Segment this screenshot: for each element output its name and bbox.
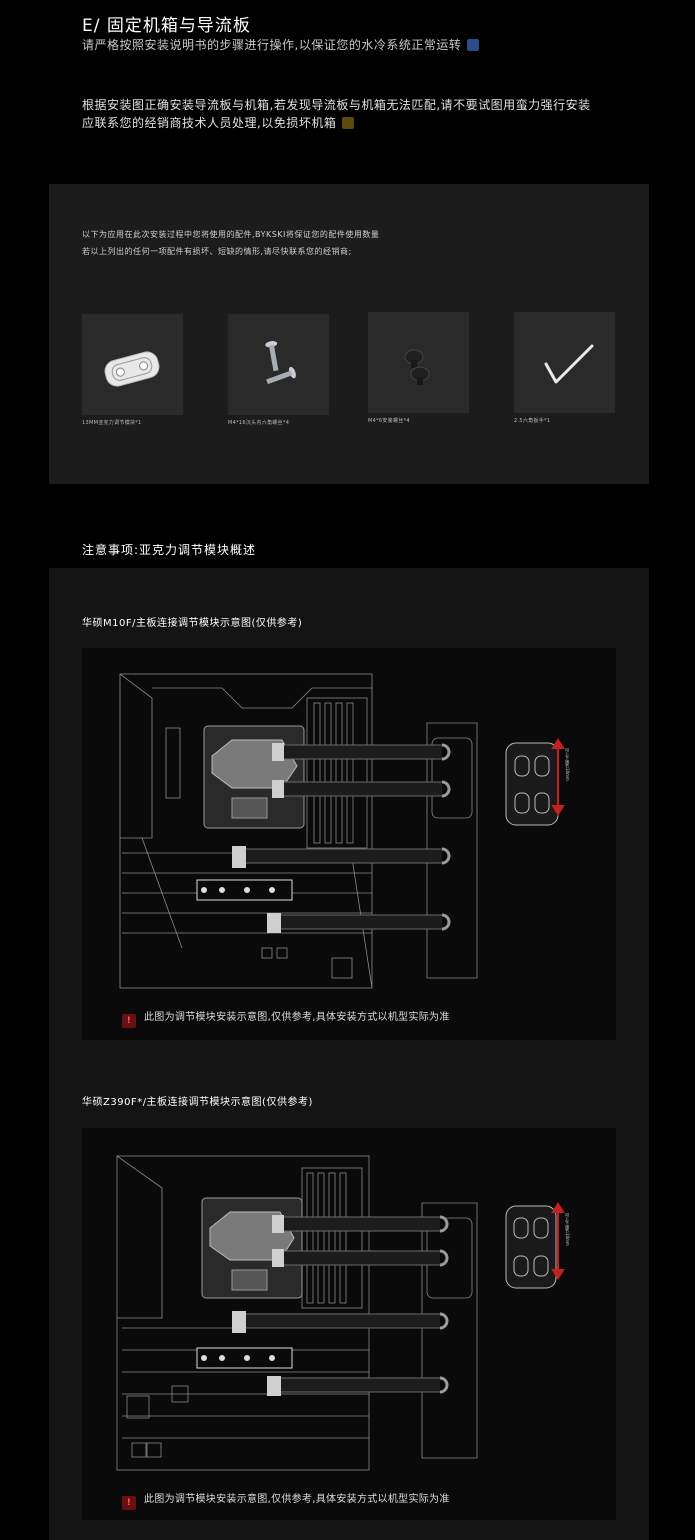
diagram-1-arrow-label: 可上下调节10mm [565,748,570,781]
countersunk-screw-icon [265,341,296,385]
pointing-hand-icon [467,39,480,51]
motherboard-diagram-1 [119,673,565,989]
warning-icon: ! [122,1496,136,1510]
part-card-mounting-screw [368,312,469,413]
diagram-1-note: ! 此图为调节模块安装示意图,仅供参考,具体安装方式以机型实际为准 [122,1008,450,1028]
diagram-2: 可上下调节10mm ! 此图为调节模块安装示意图,仅供参考,具体安装方式以机型实际… [82,1128,616,1520]
part-caption-2: M4*16沉头内六角螺丝*4 [228,420,290,426]
parts-line-1: 以下为应用在此次安装过程中您将使用的配件,BYKSKI将保证您的配件使用数量 [82,230,380,239]
diagram-2-title: 华硕Z390F*/主板连接调节模块示意图(仅供参考) [82,1097,313,1108]
diagram-2-arrow-label: 可上下调节10mm [565,1213,570,1246]
parts-panel: 以下为应用在此次安装过程中您将使用的配件,BYKSKI将保证您的配件使用数量 若… [49,184,649,484]
motherboard-diagram-2 [116,1155,565,1471]
page-title: E/ 固定机箱与导流板 [82,16,251,36]
acrylic-module-icon [104,351,160,387]
part-caption-3: M4*6安装螺丝*4 [368,418,410,424]
intro-line-2: 应联系您的经销商技术人员处理,以免损坏机箱 [82,116,337,130]
parts-line-2: 若以上列出的任何一项配件有损坏、短缺的情形,请尽快联系您的经销商; [82,247,352,256]
part-card-countersunk-screw [228,314,329,415]
part-caption-1: 13MM亚克力调节模块*1 [82,420,142,426]
diagram-1: 可上下调节10mm ! 此图为调节模块安装示意图,仅供参考,具体安装方式以机型实际… [82,648,616,1040]
mounting-screw-icon [404,349,430,385]
diagram-2-note: ! 此图为调节模块安装示意图,仅供参考,具体安装方式以机型实际为准 [122,1490,450,1510]
warning-icon: ! [122,1014,136,1028]
diagram-2-note-text: 此图为调节模块安装示意图,仅供参考,具体安装方式以机型实际为准 [144,1494,450,1505]
intro-line-2-wrap: 应联系您的经销商技术人员处理,以免损坏机箱 [82,114,662,132]
diagram-1-title: 华硕M10F/主板连接调节模块示意图(仅供参考) [82,618,303,629]
part-card-hex-wrench [514,312,615,413]
page-subtitle: 请严格按照安装说明书的步骤进行操作,以保证您的水冷系统正常运转 [82,36,480,53]
diagram-1-note-text: 此图为调节模块安装示意图,仅供参考,具体安装方式以机型实际为准 [144,1012,450,1023]
diagrams-panel: 华硕M10F/主板连接调节模块示意图(仅供参考) [49,568,649,1540]
hex-wrench-icon [544,344,594,384]
intro-paragraph: 根据安装图正确安装导流板与机箱,若发现导流板与机箱无法匹配,请不要试图用蛮力强行… [82,96,662,132]
part-caption-4: 2.5六角扳手*1 [514,418,551,424]
part-card-acrylic-module [82,314,183,415]
notes-heading: 注意事项:亚克力调节模块概述 [82,543,257,557]
intro-line-1: 根据安装图正确安装导流板与机箱,若发现导流板与机箱无法匹配,请不要试图用蛮力强行… [82,98,591,112]
lightbulb-icon [342,117,355,129]
subtitle-text: 请严格按照安装说明书的步骤进行操作,以保证您的水冷系统正常运转 [82,38,462,52]
